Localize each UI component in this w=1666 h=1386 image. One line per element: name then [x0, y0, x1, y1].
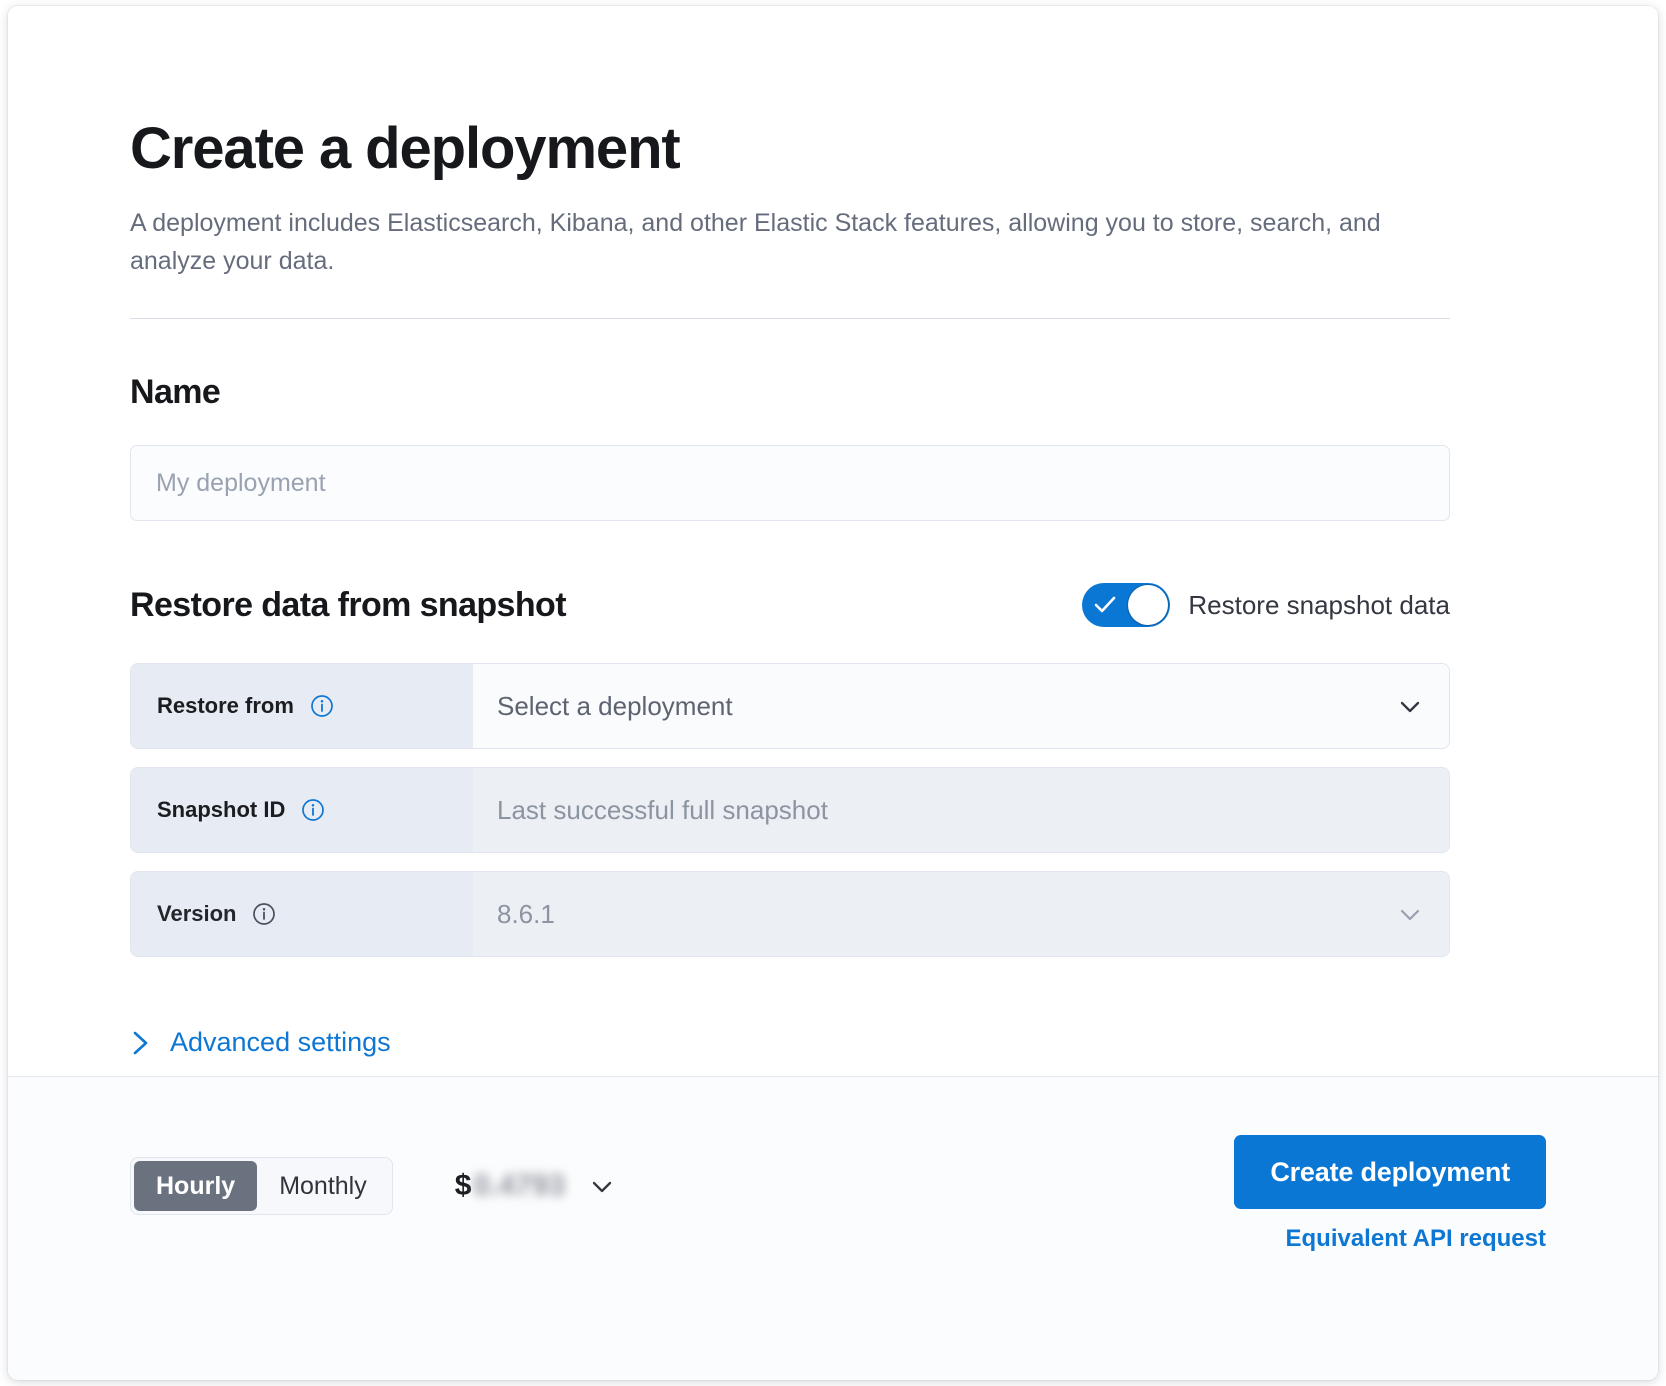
deployment-create-card: Create a deployment A deployment include…: [8, 6, 1658, 1380]
footer-bar: Hourly Monthly $ 0.4793 Create deploymen…: [8, 1076, 1658, 1380]
page-title: Create a deployment: [130, 116, 1450, 182]
deployment-name-input[interactable]: My deployment: [130, 445, 1450, 521]
restore-from-row[interactable]: Restore from Select a deployment: [130, 663, 1450, 749]
version-row[interactable]: Version 8.6.1: [130, 871, 1450, 957]
footer-right-group: Create deployment Equivalent API request: [1234, 1135, 1546, 1253]
name-section-heading: Name: [130, 371, 1450, 413]
advanced-settings-toggle[interactable]: Advanced settings: [130, 1027, 391, 1058]
create-deployment-button[interactable]: Create deployment: [1234, 1135, 1546, 1209]
restore-from-label: Restore from: [157, 693, 294, 719]
check-icon: [1094, 595, 1116, 615]
restore-from-field[interactable]: Select a deployment: [473, 664, 1449, 748]
toggle-knob: [1128, 585, 1168, 625]
form-content-area: Create a deployment A deployment include…: [8, 6, 1658, 1076]
version-label-cell: Version: [131, 872, 473, 956]
advanced-settings-label: Advanced settings: [170, 1027, 391, 1058]
billing-option-monthly[interactable]: Monthly: [257, 1161, 389, 1211]
price-summary[interactable]: $ 0.4793: [455, 1169, 617, 1203]
price-value: $ 0.4793: [455, 1169, 565, 1203]
version-field[interactable]: 8.6.1: [473, 872, 1449, 956]
price-currency-symbol: $: [455, 1169, 472, 1203]
version-label: Version: [157, 901, 236, 927]
restore-snapshot-toggle-group[interactable]: Restore snapshot data: [1082, 583, 1450, 627]
snapshot-id-field[interactable]: Last successful full snapshot: [473, 768, 1449, 852]
chevron-right-icon: [130, 1030, 152, 1056]
deployment-name-placeholder: My deployment: [156, 469, 326, 498]
info-circle-icon[interactable]: [301, 798, 325, 822]
snapshot-form-rows: Restore from Select a deployment: [130, 663, 1450, 957]
info-circle-icon[interactable]: [310, 694, 334, 718]
snapshot-id-value: Last successful full snapshot: [497, 795, 1425, 826]
restore-snapshot-toggle[interactable]: [1082, 583, 1170, 627]
chevron-down-icon[interactable]: [1395, 899, 1425, 929]
snapshot-id-row[interactable]: Snapshot ID Last successful full snapsho…: [130, 767, 1450, 853]
billing-period-segmented-control[interactable]: Hourly Monthly: [130, 1157, 393, 1215]
equivalent-api-request-link[interactable]: Equivalent API request: [1285, 1225, 1546, 1253]
billing-option-hourly[interactable]: Hourly: [134, 1161, 257, 1211]
footer-left-group: Hourly Monthly $ 0.4793: [130, 1135, 617, 1215]
restore-from-label-cell: Restore from: [131, 664, 473, 748]
snapshot-section-header: Restore data from snapshot Restore snaps…: [130, 583, 1450, 627]
price-amount: 0.4793: [473, 1169, 565, 1203]
snapshot-section-heading: Restore data from snapshot: [130, 584, 566, 626]
restore-from-value: Select a deployment: [497, 691, 1395, 722]
snapshot-id-label-cell: Snapshot ID: [131, 768, 473, 852]
chevron-down-icon[interactable]: [1395, 691, 1425, 721]
restore-snapshot-toggle-label: Restore snapshot data: [1188, 590, 1450, 621]
header-divider: [130, 318, 1450, 319]
snapshot-id-label: Snapshot ID: [157, 797, 285, 823]
info-circle-icon[interactable]: [252, 902, 276, 926]
chevron-down-icon[interactable]: [587, 1171, 617, 1201]
name-section: Name My deployment: [130, 371, 1450, 521]
version-value: 8.6.1: [497, 899, 1395, 930]
page-description: A deployment includes Elasticsearch, Kib…: [130, 204, 1405, 280]
